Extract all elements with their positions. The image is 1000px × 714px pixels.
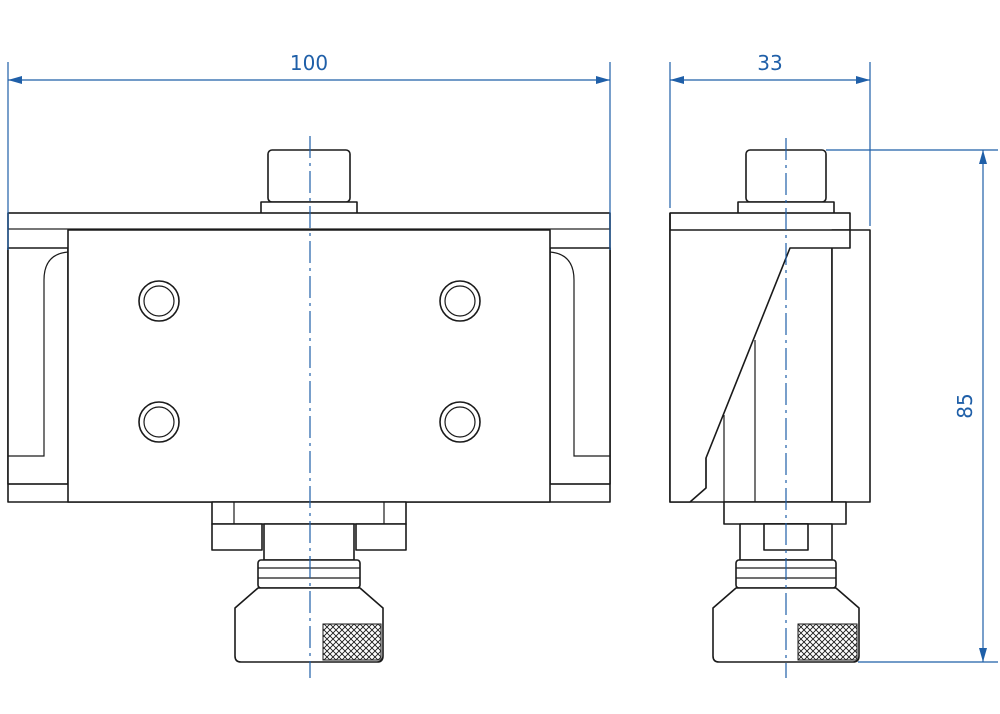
arrowhead-icon [979,150,987,164]
side-knurl-pattern [797,623,858,661]
arrowhead-icon [596,76,610,84]
front-left-channel [8,251,69,457]
front-holes [138,280,481,443]
front-right-channel [549,251,610,457]
front-main-plate [67,229,551,503]
front-spindle-collar [257,559,361,589]
front-lower-block [211,501,407,525]
arrowhead-icon [856,76,870,84]
front-right-bracket [549,247,611,485]
front-left-bracket [7,247,69,485]
front-view [7,149,611,663]
dimension-height: 85 [826,149,998,663]
dimension-label-front-width: 100 [290,51,328,75]
dimension-side-width: 33 [669,51,871,226]
side-lower-block [723,501,847,525]
dimension-label-height: 85 [953,393,977,418]
side-view [669,149,871,663]
front-knurl-pattern [322,623,382,661]
hole-top-left [138,280,180,322]
front-top-bolt-head [267,149,351,203]
arrowhead-icon [670,76,684,84]
arrowhead-icon [979,648,987,662]
arrowhead-icon [8,76,22,84]
side-right-flange [831,229,871,503]
hole-bottom-left [138,401,180,443]
hole-bottom-right [439,401,481,443]
front-right-nut [355,523,407,551]
hole-top-right [439,280,481,322]
dimension-label-side-width: 33 [757,51,782,75]
dimension-front-width: 100 [7,51,611,250]
front-spindle [263,523,355,561]
front-left-nut [211,523,263,551]
